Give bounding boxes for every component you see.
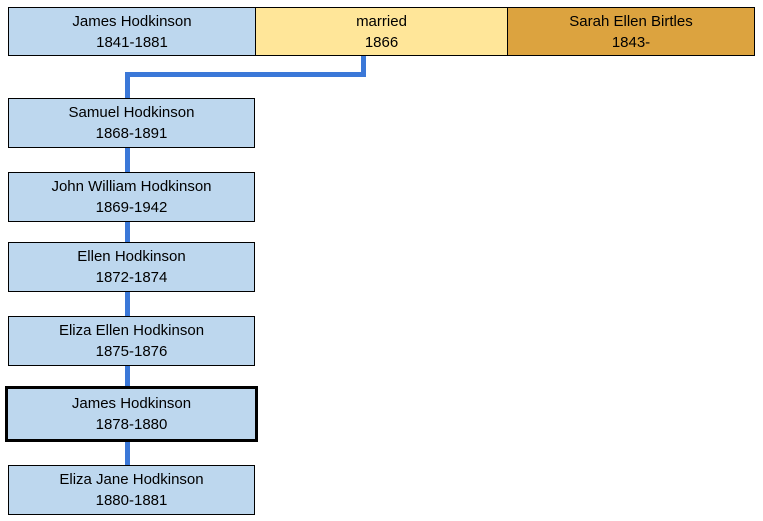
- person-box-child-5-selected[interactable]: James Hodkinson 1878-1880: [5, 386, 258, 442]
- person-dates: 1843-: [611, 33, 651, 51]
- connector-child-3-4: [125, 292, 130, 316]
- connector-horizontal-elbow: [125, 72, 366, 77]
- person-name: James Hodkinson: [72, 12, 192, 30]
- person-box-mother[interactable]: Sarah Ellen Birtles 1843-: [507, 7, 755, 56]
- person-dates: 1868-1891: [95, 125, 168, 142]
- person-box-child-6[interactable]: Eliza Jane Hodkinson 1880-1881: [8, 465, 255, 515]
- person-dates: 1869-1942: [95, 199, 168, 216]
- person-dates: 1878-1880: [95, 416, 168, 433]
- person-box-child-1[interactable]: Samuel Hodkinson 1868-1891: [8, 98, 255, 148]
- connector-child-5-6: [125, 441, 130, 465]
- connector-child-4-5: [125, 366, 130, 386]
- marriage-label: married: [356, 12, 407, 30]
- person-name: Eliza Ellen Hodkinson: [58, 322, 205, 339]
- person-name: James Hodkinson: [71, 395, 192, 412]
- connector-marriage-stub: [361, 56, 366, 77]
- person-dates: 1872-1874: [95, 269, 168, 286]
- person-box-father[interactable]: James Hodkinson 1841-1881: [8, 7, 256, 56]
- person-box-child-2[interactable]: John William Hodkinson 1869-1942: [8, 172, 255, 222]
- person-name: Ellen Hodkinson: [77, 248, 186, 265]
- marriage-year: 1866: [364, 33, 399, 51]
- person-box-child-4[interactable]: Eliza Ellen Hodkinson 1875-1876: [8, 316, 255, 366]
- person-dates: 1875-1876: [95, 343, 168, 360]
- connector-drop-to-children: [125, 72, 130, 98]
- connector-child-1-2: [125, 148, 130, 172]
- person-box-child-3[interactable]: Ellen Hodkinson 1872-1874: [8, 242, 255, 292]
- person-dates: 1880-1881: [95, 492, 168, 509]
- connector-child-2-3: [125, 222, 130, 242]
- marriage-box[interactable]: married 1866: [255, 7, 508, 56]
- person-name: Sarah Ellen Birtles: [569, 12, 693, 30]
- person-name: Samuel Hodkinson: [68, 104, 195, 121]
- person-dates: 1841-1881: [96, 33, 168, 51]
- person-name: John William Hodkinson: [51, 178, 212, 195]
- person-name: Eliza Jane Hodkinson: [59, 471, 204, 488]
